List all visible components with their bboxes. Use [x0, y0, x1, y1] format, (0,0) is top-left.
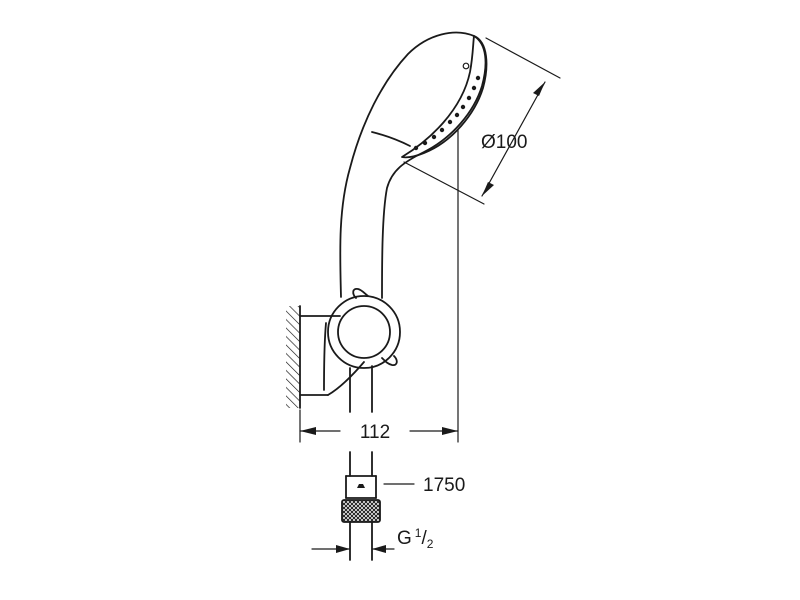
diameter-label: Ø100: [481, 132, 527, 153]
dimension-thread: [311, 545, 395, 553]
dimension-width: [299, 129, 459, 443]
thread-end: [349, 521, 373, 561]
hose-lower: [345, 451, 377, 499]
spray-nozzles: [413, 75, 481, 151]
hose-upper: [349, 365, 373, 413]
width-label: 112: [360, 422, 390, 443]
hose-nut: [341, 499, 381, 523]
shower-head-face: [401, 35, 488, 159]
dimension-diameter: [403, 37, 561, 205]
holder-knob: [327, 288, 401, 369]
hand-shower: [339, 31, 487, 299]
hose-length-label: 1750: [423, 475, 465, 496]
wall: [286, 305, 301, 409]
wall-bracket: [299, 315, 365, 396]
